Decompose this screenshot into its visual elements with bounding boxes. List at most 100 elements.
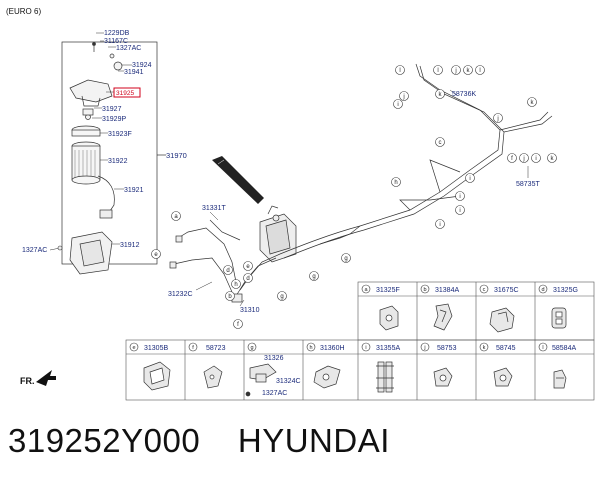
svg-text:f: f <box>511 156 513 162</box>
svg-text:b: b <box>228 294 232 300</box>
clip-code-g[interactable]: 31326 <box>264 355 284 362</box>
svg-text:b: b <box>423 287 426 293</box>
svg-text:a: a <box>174 214 178 220</box>
svg-text:c: c <box>439 140 442 146</box>
fuel-lines <box>235 63 553 297</box>
engine-filter-unit <box>259 205 297 263</box>
line-code-58735T[interactable]: 58735T <box>516 181 540 188</box>
clip-code-g-sub2[interactable]: 1327AC <box>262 390 287 397</box>
filter-leaders <box>49 32 132 251</box>
line-code-58736K[interactable]: 58736K <box>452 91 476 98</box>
svg-text:e: e <box>132 345 135 351</box>
svg-text:j: j <box>423 345 425 351</box>
svg-text:i: i <box>365 345 366 351</box>
svg-text:h: h <box>234 282 237 288</box>
return-hoses <box>169 219 243 303</box>
svg-text:l: l <box>479 68 480 74</box>
orientation-label: FR. <box>20 376 35 386</box>
svg-text:k: k <box>467 68 471 74</box>
part-code-31167C[interactable]: 31167C <box>104 38 128 45</box>
line-code-31232C[interactable]: 31232C <box>168 291 193 298</box>
clip-code-l[interactable]: 58584A <box>552 345 576 352</box>
svg-text:l: l <box>542 345 543 351</box>
svg-text:d: d <box>246 276 249 282</box>
clip-code-j[interactable]: 58753 <box>437 345 457 352</box>
svg-text:j: j <box>402 94 404 100</box>
svg-text:e: e <box>154 252 158 258</box>
svg-text:d: d <box>226 268 229 274</box>
svg-text:f: f <box>237 322 239 328</box>
sensor-wire <box>97 175 115 215</box>
filter-assembly-code[interactable]: 31970 <box>166 151 187 160</box>
clip-code-k[interactable]: 58745 <box>496 345 516 352</box>
line-code-31331T[interactable]: 31331T <box>202 205 226 212</box>
part-code-31941[interactable]: 31941 <box>124 69 144 76</box>
part-code-31923F[interactable]: 31923F <box>108 131 132 138</box>
clip-drawings-row1 <box>379 303 567 333</box>
clip-code-h[interactable]: 31360H <box>320 345 345 352</box>
clip-code-c[interactable]: 31675C <box>494 287 519 294</box>
clip-headers-row1: a 31325F b 31384A c 31675C d 31325G <box>361 284 578 294</box>
svg-text:h: h <box>394 180 397 186</box>
svg-text:l: l <box>437 68 438 74</box>
svg-text:j: j <box>496 116 498 122</box>
clip-code-g-sub1[interactable]: 31324C <box>276 378 301 385</box>
svg-text:i: i <box>459 194 460 200</box>
filter-assembly-group <box>61 41 166 265</box>
svg-text:d: d <box>541 287 544 293</box>
svg-text:j: j <box>522 156 524 162</box>
highlight-box-31925 <box>113 87 141 98</box>
callout-letters: a e d e d h b f g g g h c i i i i j l j … <box>154 68 554 328</box>
svg-text:a: a <box>364 287 368 293</box>
svg-text:g: g <box>280 294 283 300</box>
svg-text:g: g <box>344 256 347 262</box>
part-code-1327AC-bottom[interactable]: 1327AC <box>22 247 47 254</box>
part-code-31924[interactable]: 31924 <box>132 62 152 69</box>
clip-code-f[interactable]: 58723 <box>206 345 226 352</box>
orientation-arrow-icon <box>36 370 56 386</box>
part-code-31922[interactable]: 31922 <box>108 158 128 165</box>
callout-bubbles <box>151 65 557 329</box>
part-code-31921[interactable]: 31921 <box>124 187 144 194</box>
direction-arrow <box>212 156 264 204</box>
part-code-31927[interactable]: 31927 <box>102 106 122 113</box>
filter-bracket <box>69 231 113 275</box>
svg-text:i: i <box>469 176 470 182</box>
svg-text:g: g <box>312 274 315 280</box>
svg-text:k: k <box>439 92 443 98</box>
part-code-1327AC-top[interactable]: 1327AC <box>116 45 141 52</box>
svg-text:k: k <box>483 345 486 351</box>
svg-text:h: h <box>309 345 312 351</box>
clip-headers-row2: e 31305B f 58723 g 31326 31324C 1327AC h… <box>129 342 576 397</box>
clip-code-e[interactable]: 31305B <box>144 345 168 352</box>
part-code-1229DB[interactable]: 1229DB <box>104 30 130 37</box>
clip-code-a[interactable]: 31325F <box>376 287 400 294</box>
svg-text:i: i <box>397 102 398 108</box>
svg-text:g: g <box>250 345 253 351</box>
filter-cartridge <box>71 125 101 185</box>
svg-text:k: k <box>551 156 555 162</box>
svg-text:i: i <box>535 156 536 162</box>
filter-assembly-frame <box>61 41 158 265</box>
clip-code-d[interactable]: 31325G <box>553 287 578 294</box>
part-code-31912[interactable]: 31912 <box>120 242 140 249</box>
svg-text:i: i <box>439 222 440 228</box>
filter-head <box>69 42 123 120</box>
clip-drawings-row2 <box>143 361 567 397</box>
svg-text:e: e <box>246 264 250 270</box>
svg-text:f: f <box>192 345 194 351</box>
svg-text:i: i <box>459 208 460 214</box>
line-leaders <box>195 89 529 307</box>
svg-text:k: k <box>531 100 535 106</box>
svg-text:l: l <box>399 68 400 74</box>
clip-code-i[interactable]: 31355A <box>376 345 400 352</box>
caption: 319252Y000 HYUNDAI <box>8 422 390 472</box>
part-code-31925[interactable]: 31925 <box>116 90 134 97</box>
clip-code-b[interactable]: 31384A <box>435 287 459 294</box>
clip-table-row2 <box>125 339 595 401</box>
part-code-31929P[interactable]: 31929P <box>102 116 126 123</box>
line-code-31310[interactable]: 31310 <box>240 307 260 314</box>
part-number: 319252Y000 <box>8 422 201 459</box>
svg-text:j: j <box>454 68 456 74</box>
